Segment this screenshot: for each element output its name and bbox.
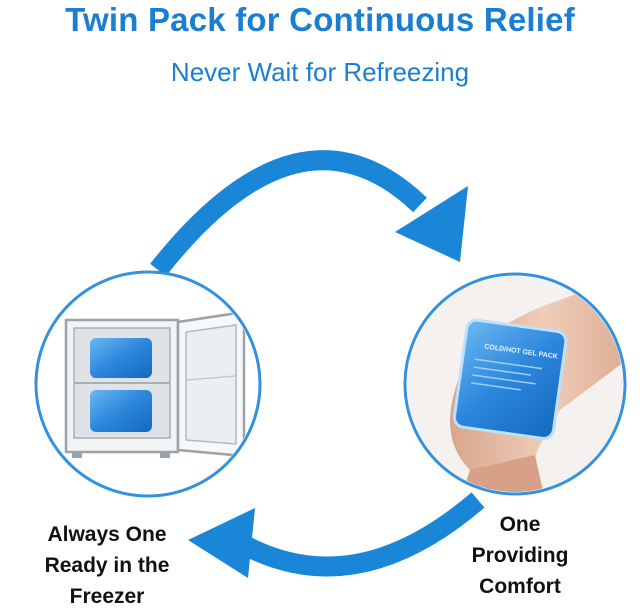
arc-arrow-return-icon xyxy=(188,492,485,578)
caption-comfort-line-3: Comfort xyxy=(479,575,561,598)
caption-freezer: Always One Ready in the Freezer xyxy=(18,519,196,612)
arc-arrow-clockwise-icon xyxy=(150,150,468,277)
caption-comfort: One Providing Comfort xyxy=(420,509,620,602)
caption-comfort-line-1: One xyxy=(499,513,541,536)
gel-pack-lower xyxy=(90,390,152,432)
gel-pack-on-knee xyxy=(452,318,568,440)
caption-freezer-line-1: Always One xyxy=(47,523,167,546)
page-title: Twin Pack for Continuous Relief xyxy=(65,1,575,38)
knee-ice-pack-photo: COLD/HOT GEL PACK xyxy=(403,272,627,496)
gel-pack-upper xyxy=(90,338,152,378)
page-subtitle: Never Wait for Refreezing xyxy=(170,57,470,87)
caption-freezer-line-3: Freezer xyxy=(69,585,145,608)
caption-freezer-line-2: Ready in the xyxy=(44,554,170,577)
freezer-illustration xyxy=(34,270,262,498)
caption-comfort-line-2: Providing xyxy=(471,544,569,567)
